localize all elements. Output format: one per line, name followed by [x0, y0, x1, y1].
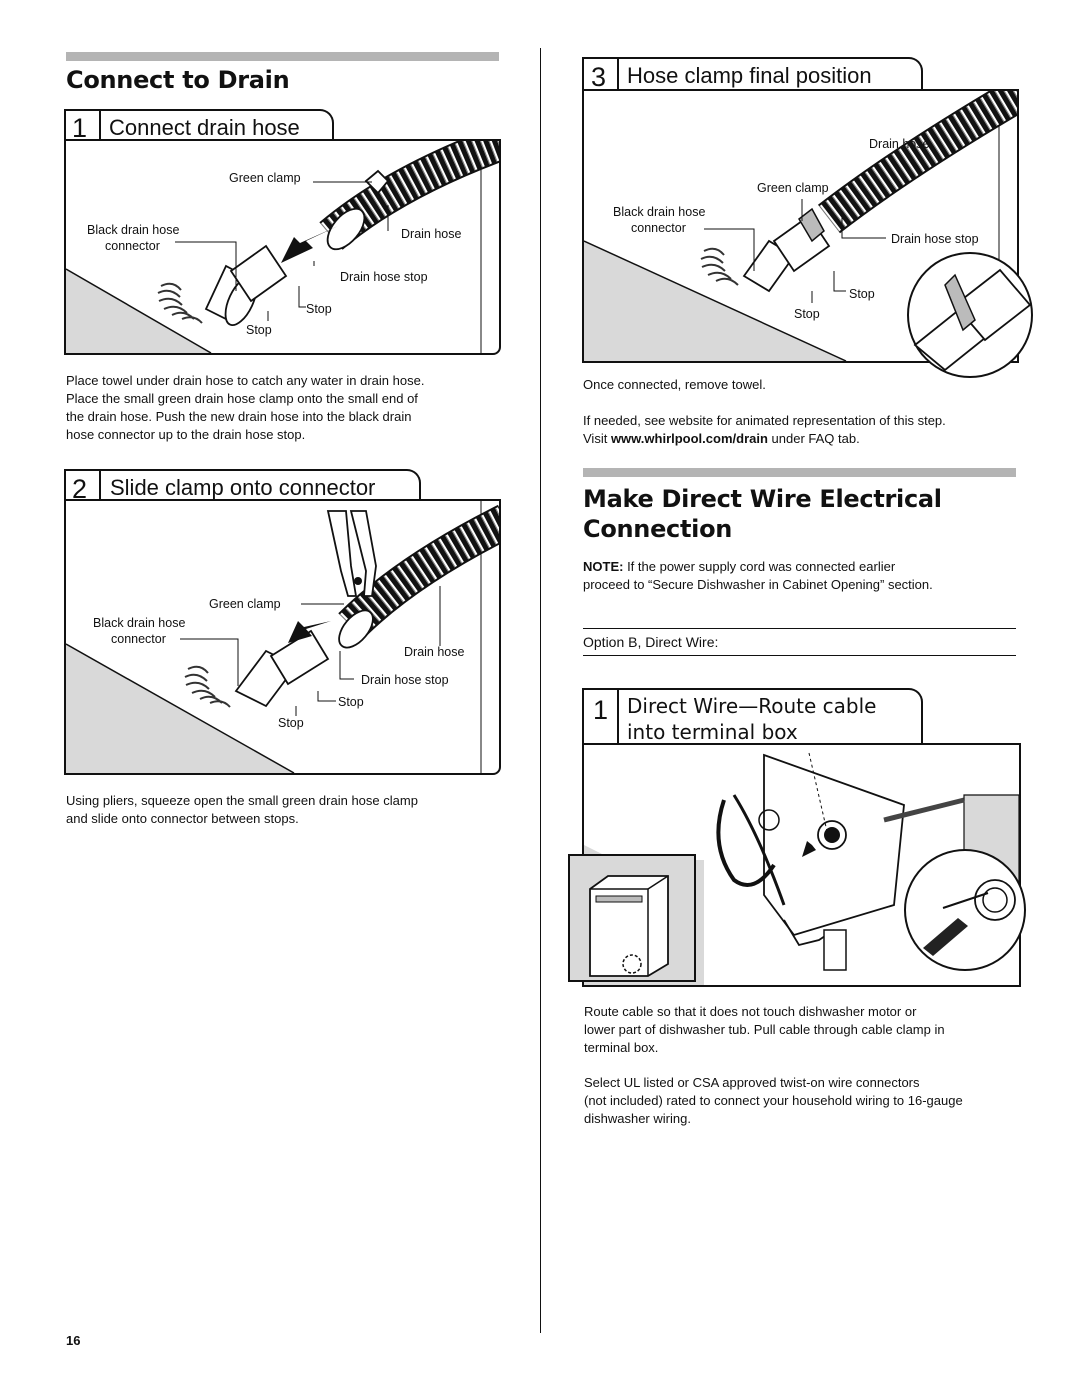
- section-rule-right: [583, 468, 1016, 477]
- step3-title: Hose clamp final position: [627, 63, 872, 88]
- label-stop: Stop: [338, 695, 364, 709]
- label-drain-hose: Drain hose: [404, 645, 465, 659]
- step1-instructions: Place towel under drain hose to catch an…: [66, 373, 425, 442]
- dishwasher-inset: [568, 854, 696, 982]
- step1-illustration: Green clamp Black drain hose connector D…: [64, 139, 501, 355]
- step-dw-number: 1: [593, 695, 609, 725]
- step-dw-connector-note: Select UL listed or CSA approved twist-o…: [584, 1075, 963, 1126]
- website-link[interactable]: www.whirlpool.com/drain: [610, 431, 768, 446]
- step2-title: Slide clamp onto connector: [110, 475, 376, 500]
- step-dw-tab: [582, 688, 923, 746]
- terminal-box-zoom-circle: [903, 848, 1027, 972]
- step3-illustration: Drain hose Green clamp Black drain hose …: [582, 89, 1019, 363]
- option-rule-bottom: [583, 655, 1016, 656]
- step2-illustration: Green clamp Black drain hose connector D…: [64, 499, 501, 775]
- step1-title: Connect drain hose: [109, 115, 300, 140]
- section-title-connect-to-drain: Connect to Drain: [66, 66, 290, 94]
- step-dw-instructions: Route cable so that it does not touch di…: [584, 1004, 945, 1055]
- label-stop: Stop: [794, 307, 820, 321]
- label-black-drain-hose: Black drain hose: [93, 616, 186, 630]
- note: NOTE: If the power supply cord was conne…: [583, 559, 933, 592]
- label-black-drain-hose: Black drain hose: [87, 223, 180, 237]
- label-drain-hose-stop: Drain hose stop: [340, 270, 428, 284]
- label-connector: connector: [631, 221, 686, 235]
- label-drain-hose: Drain hose: [869, 137, 930, 151]
- section-title-direct-wire: Make Direct Wire Electrical Connection: [583, 485, 942, 543]
- label-green-clamp: Green clamp: [209, 597, 281, 611]
- step1-number: 1: [72, 113, 88, 143]
- label-stop: Stop: [278, 716, 304, 730]
- label-connector: connector: [105, 239, 160, 253]
- step-dw-tab-divider: [617, 690, 619, 744]
- label-connector: connector: [111, 632, 166, 646]
- step1-tab-divider: [99, 111, 101, 147]
- step3-remove-towel: Once connected, remove towel.: [583, 377, 766, 392]
- step3-website-note: If needed, see website for animated repr…: [583, 413, 946, 446]
- label-stop: Stop: [246, 323, 272, 337]
- label-green-clamp: Green clamp: [757, 181, 829, 195]
- option-rule-top: [583, 628, 1016, 629]
- label-stop: Stop: [849, 287, 875, 301]
- page-number: 16: [66, 1333, 81, 1348]
- section-rule-left: [66, 52, 499, 61]
- label-green-clamp: Green clamp: [229, 171, 301, 185]
- step2-instructions: Using pliers, squeeze open the small gre…: [66, 793, 418, 826]
- column-divider: [540, 48, 541, 1333]
- option-label: Option B, Direct Wire:: [583, 634, 719, 650]
- label-drain-hose: Drain hose: [401, 227, 462, 241]
- step3-number: 3: [591, 62, 607, 92]
- zoom-detail-circle: [905, 250, 1035, 380]
- step2-number: 2: [72, 474, 88, 504]
- step3-tab-divider: [617, 59, 619, 95]
- label-stop: Stop: [306, 302, 332, 316]
- label-black-drain-hose: Black drain hose: [613, 205, 706, 219]
- label-drain-hose-stop: Drain hose stop: [361, 673, 449, 687]
- step2-tab-divider: [99, 471, 101, 507]
- step-dw-title: Direct Wire—Route cable into terminal bo…: [627, 694, 877, 744]
- label-drain-hose-stop: Drain hose stop: [891, 232, 979, 246]
